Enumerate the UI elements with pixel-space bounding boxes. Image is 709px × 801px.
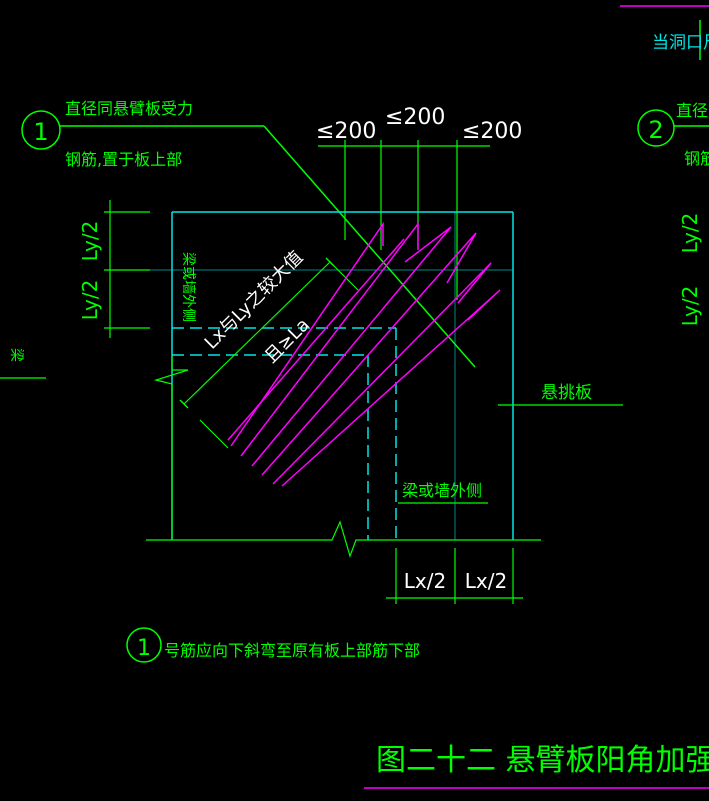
bottom-dim-left: Lx/2 bbox=[404, 569, 446, 593]
callout-2-circle bbox=[637, 109, 675, 147]
right-dim-lower: Ly/2 bbox=[678, 286, 702, 327]
beam-wall-outer-vertical: 梁或墙外侧 bbox=[180, 252, 196, 322]
note-1: 1 号筋应向下斜弯至原有板上部筋下部 bbox=[126, 627, 420, 663]
reinforcement-bars bbox=[227, 221, 501, 487]
left-edge-beam: 梁 bbox=[0, 348, 46, 379]
callout-2: 2 直径 钢筋 bbox=[637, 101, 709, 168]
spacing-label-3: ≤200 bbox=[462, 119, 522, 144]
callout-1-circle bbox=[21, 110, 61, 150]
note-1-number: 1 bbox=[137, 636, 151, 661]
callout-2-number: 2 bbox=[648, 116, 663, 144]
callout-1-leader-diagonal bbox=[263, 125, 476, 368]
cantilever-slab-callout: 悬挑板 bbox=[498, 383, 623, 406]
bottom-dimensions: Lx/2 Lx/2 bbox=[386, 548, 523, 604]
beam-wall-bottom-callout: 梁或墙外侧 bbox=[398, 481, 488, 504]
rebar-2 bbox=[240, 221, 419, 457]
callout-1-line2: 钢筋,置于板上部 bbox=[65, 150, 182, 169]
callout-1-line1: 直径同悬臂板受力 bbox=[65, 99, 193, 118]
left-edge-beam-label: 梁 bbox=[8, 348, 24, 362]
note-1-text: 号筋应向下斜弯至原有板上部筋下部 bbox=[164, 641, 420, 660]
callout-1: 1 直径同悬臂板受力 钢筋,置于板上部 bbox=[21, 99, 476, 368]
callout-2-line2: 钢筋 bbox=[684, 149, 709, 168]
cantilever-slab-label: 悬挑板 bbox=[541, 383, 592, 403]
rebar-5 bbox=[272, 262, 492, 485]
top-right-note: 当洞口尺 bbox=[652, 33, 709, 53]
break-lines bbox=[146, 355, 541, 558]
left-dim-upper: Ly/2 bbox=[78, 221, 102, 262]
spacing-label-1: ≤200 bbox=[316, 119, 376, 144]
right-dim-upper: Ly/2 bbox=[678, 213, 702, 254]
right-partial-dimensions: Ly/2 Ly/2 bbox=[678, 213, 702, 327]
beam-wall-outer-bottom: 梁或墙外侧 bbox=[402, 481, 482, 500]
note-1-circle bbox=[126, 627, 162, 663]
bottom-dim-right: Lx/2 bbox=[465, 569, 507, 593]
rebar-3 bbox=[251, 226, 452, 467]
figure-title: 图二十二 悬臂板阳角加强筋大样 bbox=[376, 743, 709, 778]
callout-2-line1: 直径 bbox=[676, 101, 708, 120]
spacing-label-2: ≤200 bbox=[385, 105, 445, 130]
left-dimensions: Ly/2 Ly/2 bbox=[78, 200, 150, 338]
figure-title-block: 图二十二 悬臂板阳角加强筋大样 bbox=[364, 743, 709, 789]
rebar-4 bbox=[261, 232, 477, 476]
rebar-7 bbox=[227, 238, 405, 441]
rebar-6 bbox=[281, 289, 501, 487]
rebar-1 bbox=[230, 221, 384, 447]
left-dim-lower: Ly/2 bbox=[78, 280, 102, 321]
top-right-fragment: 当洞口尺 bbox=[620, 5, 709, 60]
callout-1-number: 1 bbox=[33, 118, 48, 146]
